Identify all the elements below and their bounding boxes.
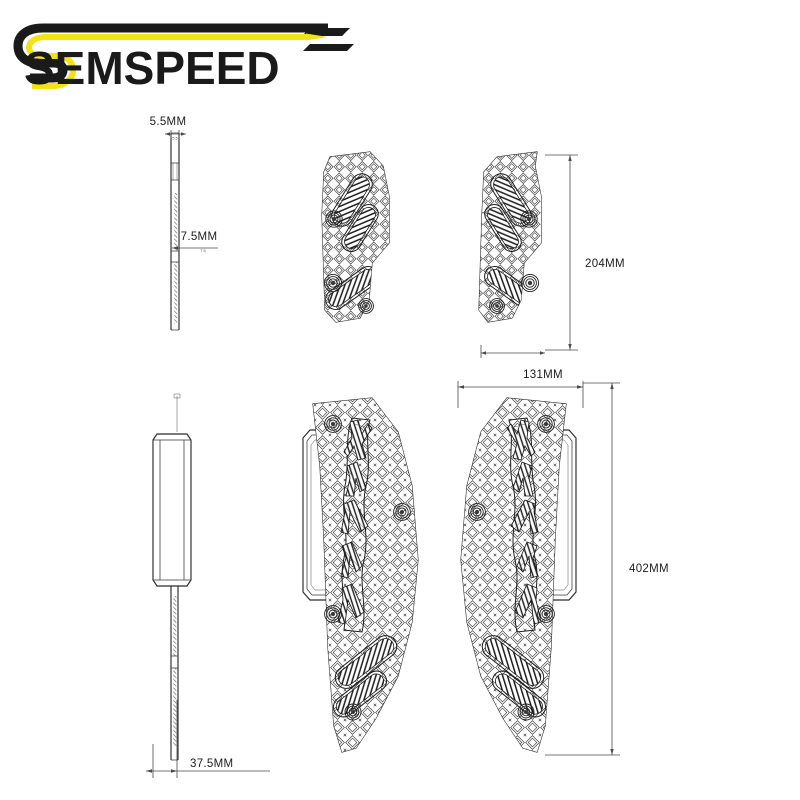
- xmax-logo-cutout: [506, 417, 542, 633]
- bolt-boss: [517, 703, 535, 721]
- dimension-label-204mm: 204MM: [585, 258, 625, 270]
- bolt-boss: [324, 605, 342, 623]
- view-small-pedal-left: [321, 151, 390, 323]
- dimension-5-5mm: 5.5MM 5.5: [150, 116, 187, 141]
- bolt-boss: [324, 415, 342, 433]
- dimension-37-5mm: 37.5MM: [146, 700, 270, 778]
- view-small-pedal-right: [478, 151, 542, 323]
- dimension-131mm: 131MM: [457, 369, 584, 408]
- dimension-label-131mm: 131MM: [523, 369, 563, 381]
- slot-group-lower: [481, 635, 547, 718]
- dimension-204mm: 204MM: [480, 154, 625, 358]
- bolt-boss: [393, 503, 411, 521]
- slot-group-lower: [332, 635, 398, 718]
- bolt-boss: [323, 273, 343, 293]
- brand-logo: SEMSPEED: [10, 6, 360, 98]
- logo-swoosh-icon: [13, 23, 354, 89]
- dimension-402mm: 402MM: [545, 382, 669, 756]
- bolt-boss: [468, 503, 486, 521]
- dimension-label-402mm: 402MM: [629, 563, 669, 575]
- bolt-boss: [325, 210, 343, 228]
- dimension-7-5mm: 7.5MM 7.5: [172, 231, 218, 253]
- view-large-board-right: [460, 397, 577, 753]
- bolt-boss: [537, 605, 555, 623]
- view-large-board-left: [302, 397, 419, 753]
- bolt-boss: [489, 298, 505, 314]
- bolt-boss: [520, 273, 540, 293]
- slot-group-upper: [331, 173, 379, 252]
- side-profile-hatch: [174, 193, 178, 324]
- bolt-boss: [344, 703, 362, 721]
- xmax-logo-cutout: [337, 417, 373, 633]
- side-profile-hatch: [173, 596, 177, 746]
- dimension-label-7-5mm: 7.5MM: [181, 231, 218, 243]
- svg-text:5.5: 5.5: [172, 136, 178, 141]
- dimension-label-37-5mm: 37.5MM: [190, 758, 233, 770]
- bolt-boss: [520, 210, 538, 228]
- bolt-boss: [537, 415, 555, 433]
- logo-wordmark: SEMSPEED: [24, 42, 280, 94]
- bolt-boss: [358, 298, 374, 314]
- view-large-side-profile: 37.5MM: [146, 393, 270, 778]
- view-small-side-profile: 5.5MM 5.5 7.5MM 7.5: [150, 116, 218, 331]
- svg-text:7.5: 7.5: [200, 248, 206, 253]
- brand-name: SEMSPEED: [24, 42, 280, 94]
- dimension-label-5-5mm: 5.5MM: [150, 116, 187, 128]
